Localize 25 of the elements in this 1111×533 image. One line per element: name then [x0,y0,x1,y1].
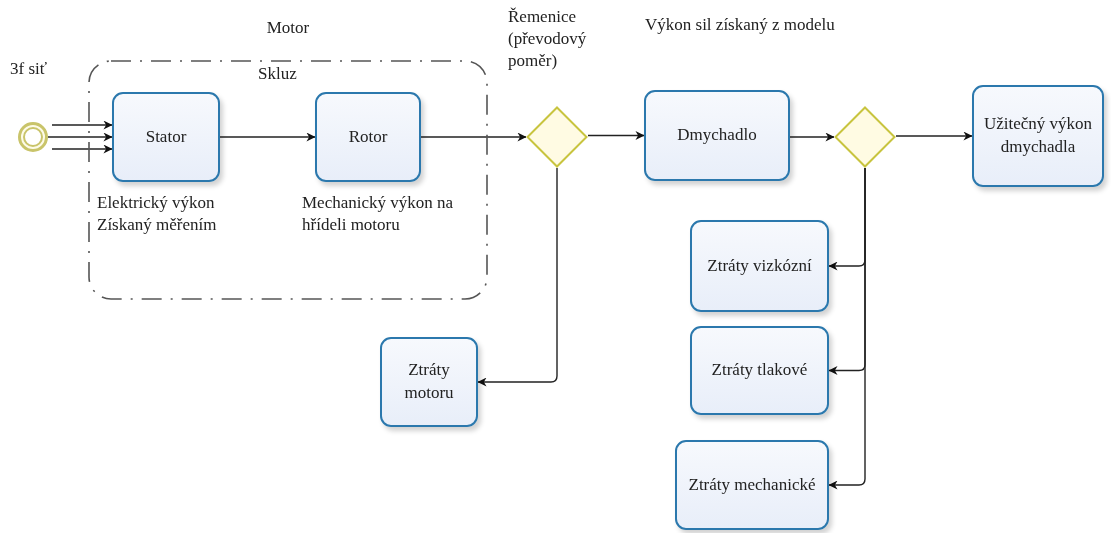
arrow [587,131,645,140]
node-caption: 3f siť [10,58,48,80]
arrow [219,132,316,142]
arrow [895,131,973,141]
arrow [828,167,866,490]
process-box: Ztráty mechanické [675,440,829,530]
node-caption: Elektrický výkon Získaný měřením [97,192,218,237]
node-caption: Výkon sil získaný z modelu [645,14,835,36]
node-caption: Řemenice (převodový poměr) [508,6,588,73]
process-box: Ztráty vizkózní [690,220,829,312]
process-box: Ztráty tlakové [690,326,829,415]
arrow [789,132,835,142]
arrow [51,120,113,130]
process-box: Ztráty motoru [380,337,478,427]
process-box: Užitečný výkon dmychadla [972,85,1104,187]
node-caption: Mechanický výkon na hřídeli motoru [302,192,455,237]
group-title: Motor [265,18,311,38]
arrow [477,167,558,387]
arrow [51,144,113,154]
arrow [420,132,527,142]
process-box: Stator [112,92,220,182]
text-label: Skluz [258,64,297,84]
arrow [47,132,113,142]
process-box: Rotor [315,92,421,182]
process-box: Dmychadlo [644,90,790,181]
